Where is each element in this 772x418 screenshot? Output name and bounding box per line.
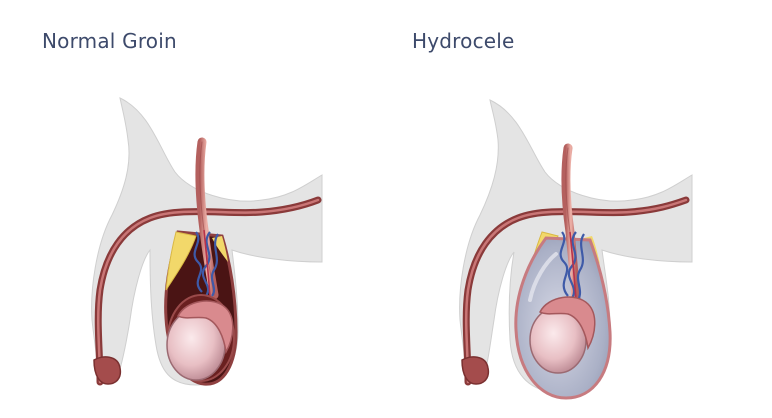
glans [93, 356, 122, 385]
hydrocele-illustration [459, 99, 693, 400]
panel-title-hydrocele: Hydrocele [412, 29, 515, 53]
epididymis [176, 300, 234, 355]
glans-hydrocele [461, 356, 490, 385]
epididymis-hydrocele [538, 296, 596, 351]
panel-title-normal: Normal Groin [42, 29, 177, 53]
vessel-plexus [193, 229, 219, 297]
vessel-plexus-hydrocele [559, 231, 585, 301]
normal-groin-illustration [91, 97, 323, 386]
fat-pad [165, 231, 197, 291]
